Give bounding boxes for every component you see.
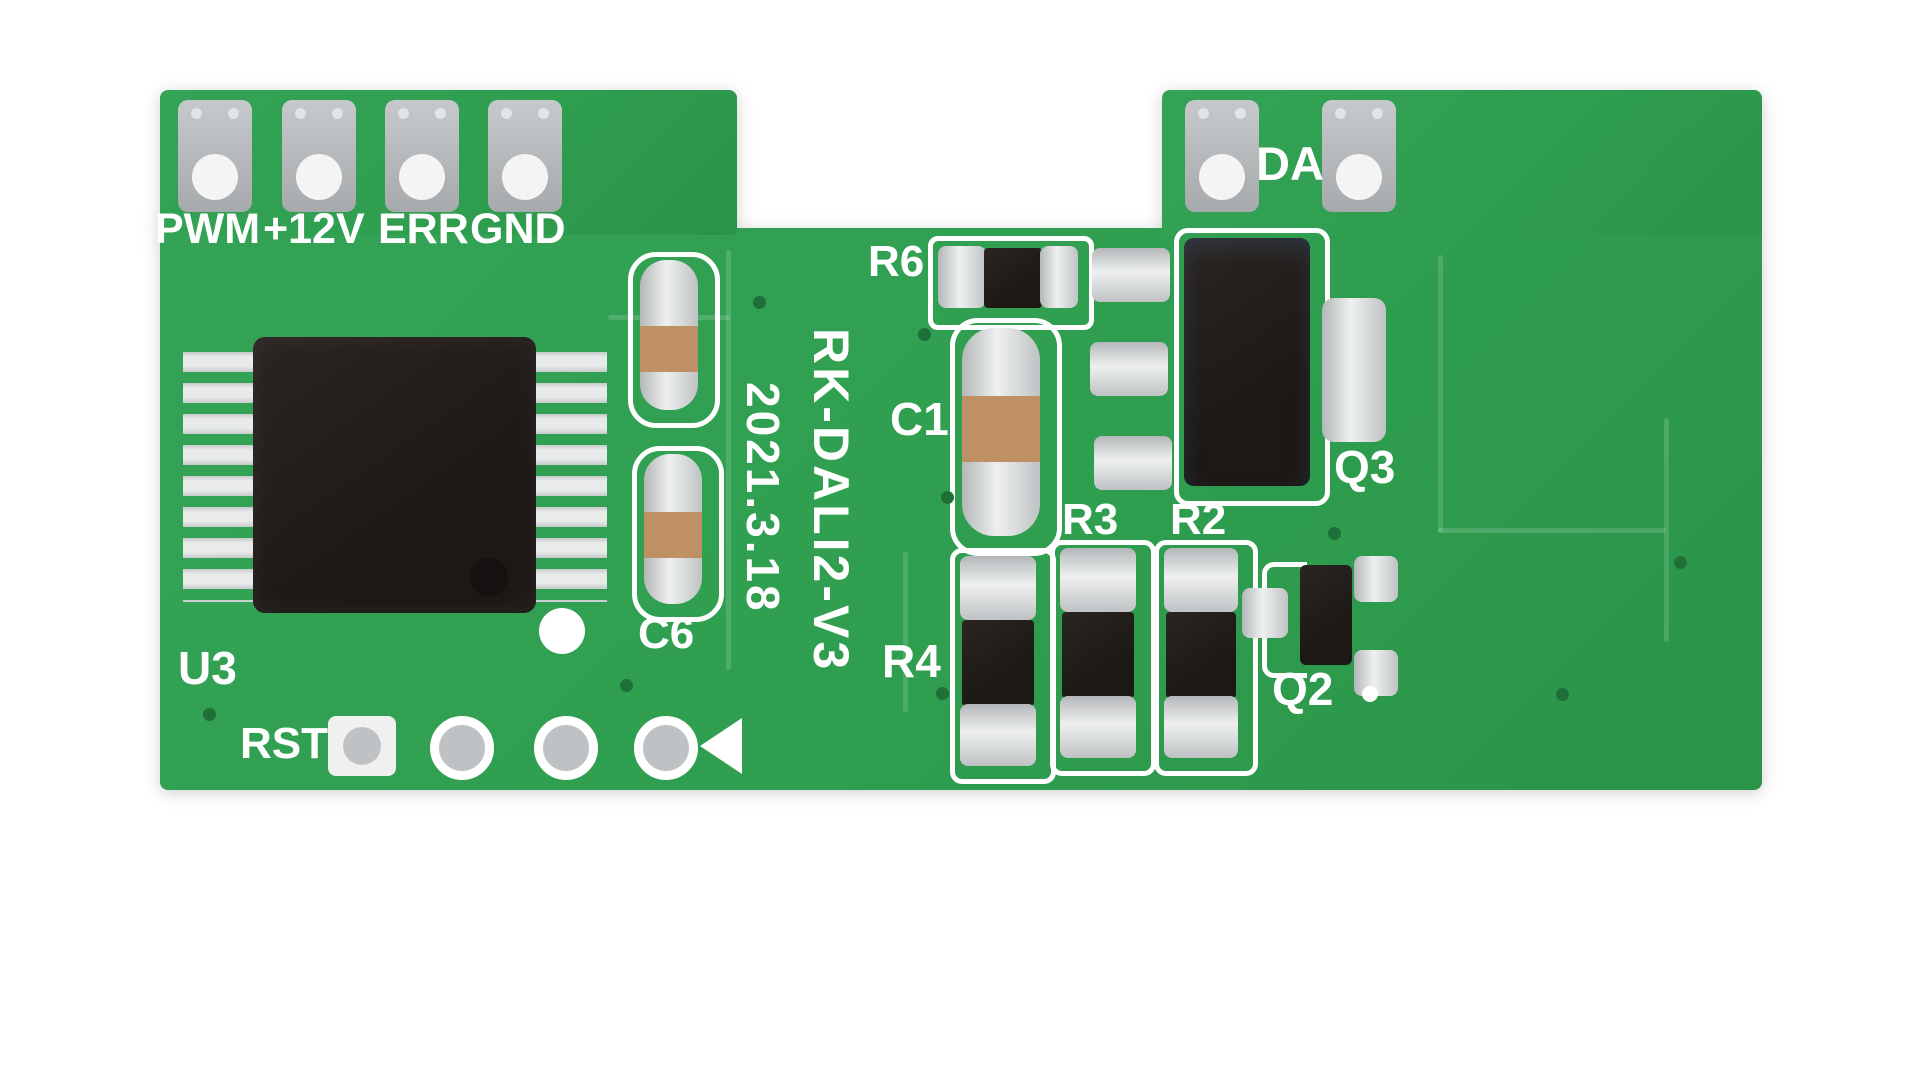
res-r2-pad-bottom xyxy=(1164,696,1238,758)
refdes-r3: R3 xyxy=(1062,495,1119,544)
res-r2-silkscreen xyxy=(1154,540,1258,776)
via-hole xyxy=(539,608,585,654)
connector-pad-gnd xyxy=(488,100,562,212)
ic-pin1-dot xyxy=(470,558,508,596)
refdes-q3: Q3 xyxy=(1334,441,1396,493)
via xyxy=(753,296,766,309)
rst-square-pad xyxy=(328,716,396,776)
res-r6-pad-left xyxy=(938,246,986,308)
res-r4-body xyxy=(962,620,1034,706)
pcb-substrate-tab-right xyxy=(1162,90,1762,235)
smd-pad xyxy=(1090,342,1168,396)
transistor-q2-pad-topright xyxy=(1354,556,1398,602)
res-r6-body xyxy=(984,248,1042,308)
connector-pad-da-left xyxy=(1185,100,1259,212)
test-pad xyxy=(634,716,698,780)
refdes-r6: R6 xyxy=(868,237,925,286)
via xyxy=(203,708,216,721)
ic-leads-bottom xyxy=(262,612,524,686)
res-r6-pad-right xyxy=(1040,246,1078,308)
via xyxy=(1674,556,1687,569)
via xyxy=(941,491,954,504)
cap-c1-band xyxy=(962,396,1040,462)
cap-c6a-body xyxy=(640,260,698,410)
copper-trace xyxy=(1438,528,1666,533)
via xyxy=(1556,688,1569,701)
res-r6-silkscreen xyxy=(928,236,1094,330)
silkscreen-label-rst: RST xyxy=(240,719,328,768)
silkscreen-model: RK-DALI2-V3 xyxy=(803,328,859,673)
res-r2-body xyxy=(1166,612,1236,698)
cap-c1-silkscreen xyxy=(950,318,1062,556)
test-pad xyxy=(534,716,598,780)
cap-c6b-band xyxy=(644,512,702,558)
connector-pad-err xyxy=(385,100,459,212)
silkscreen-date: 2021.3.18 xyxy=(737,382,789,614)
arrow-marker xyxy=(700,718,742,774)
test-pad xyxy=(430,716,494,780)
transistor-q2-body xyxy=(1300,565,1352,665)
cap-c1-body xyxy=(962,328,1040,536)
ic-leads-right xyxy=(536,352,607,602)
copper-trace xyxy=(1438,255,1443,533)
via xyxy=(620,679,633,692)
res-r3-body xyxy=(1062,612,1134,698)
res-r2-pad-top xyxy=(1164,548,1238,612)
refdes-c6: C6 xyxy=(638,609,695,658)
res-r4-pad-bottom xyxy=(960,704,1036,766)
transistor-q3-body xyxy=(1184,238,1310,486)
rst-square-pad-hole xyxy=(343,727,381,765)
res-r3-pad-top xyxy=(1060,548,1136,612)
refdes-r4: R4 xyxy=(882,635,941,687)
connector-pad-12v xyxy=(282,100,356,212)
silkscreen-label-err: ERR xyxy=(378,205,469,253)
cap-c6b-silkscreen xyxy=(632,446,724,622)
silkscreen-label-pwm: PWM xyxy=(155,205,261,253)
silkscreen-label-da: DA xyxy=(1256,137,1324,190)
refdes-u3: U3 xyxy=(178,642,237,694)
ic-leads-top xyxy=(262,265,524,338)
connector-pad-pwm xyxy=(178,100,252,212)
refdes-c1: C1 xyxy=(890,393,949,445)
transistor-q2-pad-left xyxy=(1242,588,1288,638)
via xyxy=(936,687,949,700)
via xyxy=(1328,527,1341,540)
silkscreen-label-12v: +12V xyxy=(263,205,365,253)
copper-trace xyxy=(1664,418,1669,642)
ic-leads-left xyxy=(183,352,254,602)
cap-c6a-silkscreen xyxy=(628,252,720,428)
copper-trace xyxy=(726,250,731,670)
via xyxy=(918,328,931,341)
smd-pad xyxy=(1092,248,1170,302)
smd-capacitor-body xyxy=(1322,298,1386,442)
connector-pad-da-right xyxy=(1322,100,1396,212)
res-r3-silkscreen xyxy=(1050,540,1156,776)
refdes-q2: Q2 xyxy=(1272,663,1334,715)
res-r3-pad-bottom xyxy=(1060,696,1136,758)
refdes-r2: R2 xyxy=(1170,495,1227,544)
res-r4-pad-top xyxy=(960,556,1036,620)
silkscreen-label-gnd: GND xyxy=(470,205,566,253)
copper-trace xyxy=(903,552,908,712)
smd-pad xyxy=(1094,436,1172,490)
via-hole-small xyxy=(1362,686,1378,702)
cap-c6b-body xyxy=(644,454,702,604)
cap-c6a-band xyxy=(640,326,698,372)
